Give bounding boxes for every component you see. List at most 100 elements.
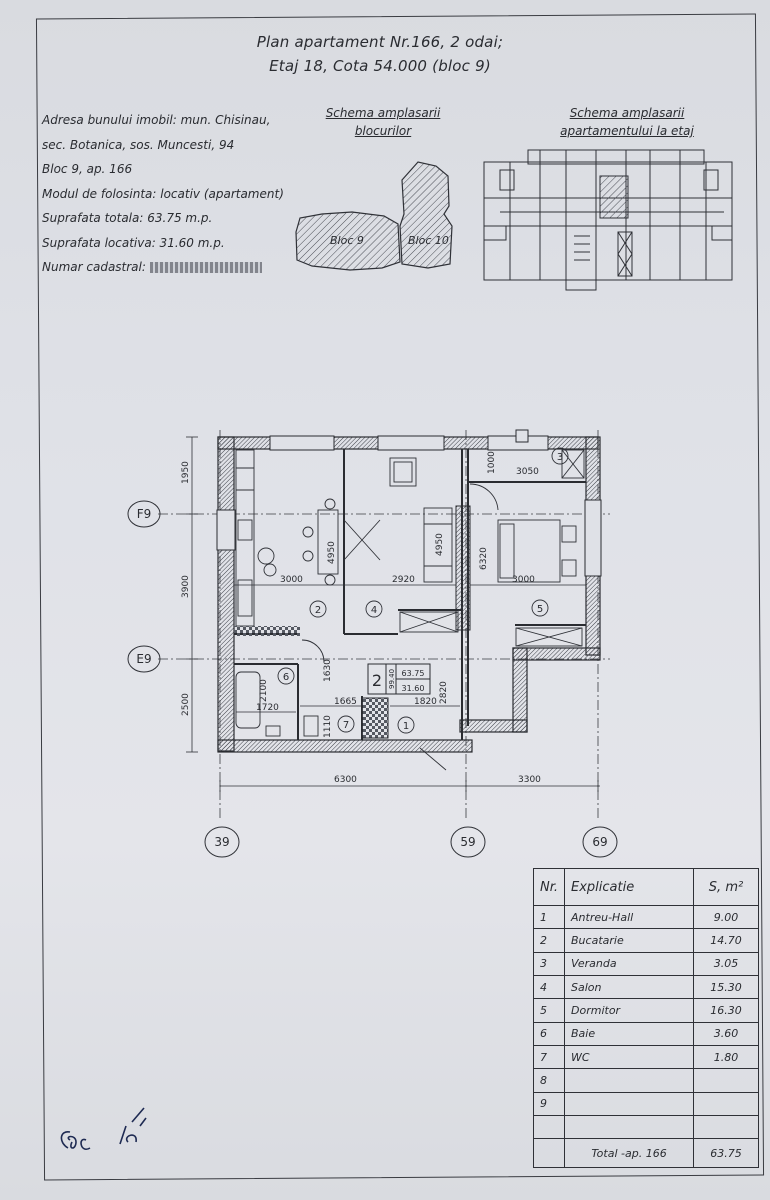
legend-row-area xyxy=(693,1068,759,1093)
legend-row-area: 1.80 xyxy=(693,1044,759,1070)
room-number-2: 2 xyxy=(315,605,321,616)
handwritten-signature xyxy=(60,1107,147,1151)
interior-walls xyxy=(234,449,586,740)
dim-bed-w: 3000 xyxy=(512,575,535,585)
legend-row-name: Bucatarie xyxy=(564,928,694,953)
dim-kitchen-h: 4950 xyxy=(327,541,337,564)
dim-corridor-h: 1630 xyxy=(323,659,333,682)
dim-bath-h: 2100 xyxy=(259,679,269,702)
dim-salon-w: 2920 xyxy=(392,575,415,585)
axis-f9: F9 xyxy=(137,507,152,521)
legend-row-name xyxy=(564,1068,694,1093)
address-line-2: sec. Botanica, sos. Muncesti, 94 xyxy=(42,137,235,152)
legend-total-empty xyxy=(532,1138,566,1168)
room-number-3: 3 xyxy=(557,452,563,463)
legend-row-area xyxy=(693,1114,759,1140)
legend-row-name: Dormitor xyxy=(564,998,694,1023)
axis-e9: E9 xyxy=(136,652,151,666)
legend-row-nr: 3 xyxy=(532,951,566,976)
legend-row-nr xyxy=(532,1114,566,1140)
legend-row-nr: 4 xyxy=(532,974,566,1000)
legend-row-nr: 7 xyxy=(532,1044,566,1070)
dim-hall-h: 2820 xyxy=(439,681,449,704)
stamp-total: 63.75 xyxy=(402,669,425,678)
legend-row-name xyxy=(564,1114,694,1140)
axis-69: 69 xyxy=(592,835,607,849)
legend-row-name: Veranda xyxy=(564,951,694,976)
property-info: Adresa bunului imobil: mun. Chisinau, se… xyxy=(42,108,284,280)
floor-plan: 2 4 5 6 7 1 3 2 99.40 63.75 31.60 xyxy=(127,429,618,858)
dim-left-mid: 3900 xyxy=(181,575,191,598)
cadastral-label: Numar cadastral: xyxy=(42,260,146,274)
total-area: Suprafata totala: 63.75 m.p. xyxy=(42,211,213,225)
kitchen-counter-tiles xyxy=(234,626,300,636)
hall-cabinet xyxy=(361,697,389,739)
legend-row-name: Baie xyxy=(564,1021,694,1046)
floor-scheme-title: Schema amplasarii apartamentului la etaj xyxy=(552,104,702,140)
legend-total-value: 63.75 xyxy=(693,1138,759,1168)
address-line-1: Adresa bunului imobil: mun. Chisinau, xyxy=(42,113,271,127)
room-number-7: 7 xyxy=(343,720,349,731)
legend-row-nr: 5 xyxy=(532,998,566,1023)
legend-row-area: 9.00 xyxy=(693,904,759,930)
dim-veranda-w: 3050 xyxy=(516,467,539,477)
bloc-9-label: Bloc 9 xyxy=(330,234,364,247)
dim-left-top: 1950 xyxy=(181,461,191,484)
title-line-2: Etaj 18, Cota 54.000 (bloc 9) xyxy=(269,57,491,75)
windows xyxy=(216,435,602,577)
legend-row-name xyxy=(564,1091,694,1116)
legend-row xyxy=(532,1114,759,1140)
dim-kitchen-w: 3000 xyxy=(280,575,303,585)
axis-bubbles xyxy=(127,500,618,858)
legend-total-label: Total -ap. 166 xyxy=(564,1138,694,1168)
dim-hall-w: 1820 xyxy=(414,697,437,707)
header-area: S, m² xyxy=(693,868,759,906)
furniture xyxy=(235,449,585,771)
bloc-10-shape xyxy=(399,161,453,269)
legend-row-nr: 6 xyxy=(532,1021,566,1046)
dim-salon-h: 4950 xyxy=(435,533,445,556)
stamp-living: 31.60 xyxy=(402,684,425,693)
dimension-lines xyxy=(186,436,600,792)
legend-row-area xyxy=(693,1091,759,1116)
axis-59: 59 xyxy=(460,835,475,849)
usage-mode: Modul de folosinta: locativ (apartament) xyxy=(42,186,284,201)
legend-row-name: Salon xyxy=(564,974,694,1000)
legend-row-area: 3.05 xyxy=(693,951,759,976)
header-nr: Nr. xyxy=(532,868,566,906)
cadastral-redacted xyxy=(149,262,262,273)
header-explicatie: Explicatie xyxy=(564,868,694,906)
room-number-6: 6 xyxy=(283,672,289,683)
dim-veranda-h: 1000 xyxy=(487,451,497,474)
apartment-166-marker xyxy=(599,175,629,219)
legend-row: 9 xyxy=(532,1091,759,1116)
title-line-1: Plan apartament Nr.166, 2 odai; xyxy=(256,33,504,51)
bloc-10-label: Bloc 10 xyxy=(408,234,449,247)
legend-row-area: 15.30 xyxy=(693,974,759,1000)
block-apartment: Bloc 9, ap. 166 xyxy=(42,162,133,176)
blocks-scheme xyxy=(295,161,453,271)
stamp-rooms: 2 xyxy=(372,671,382,690)
signature-strokes xyxy=(60,1107,147,1151)
legend-row-area: 16.30 xyxy=(693,998,759,1023)
dim-left-bot: 2500 xyxy=(181,693,191,716)
legend-row-name: WC xyxy=(564,1044,694,1070)
blocks-scheme-title: Schema amplasarii blocurilor xyxy=(318,104,448,140)
bloc-9-shape xyxy=(295,211,401,271)
dimension-labels: 1950 3900 2500 6300 3300 3000 2920 3000 … xyxy=(181,451,541,785)
legend-header-row: Nr. Explicatie S, m² xyxy=(532,868,759,906)
room-numbers: 2 4 5 6 7 1 3 xyxy=(283,452,563,732)
legend-row-nr: 1 xyxy=(532,904,566,930)
dim-wc-w: 1665 xyxy=(334,697,357,707)
dim-bath-w: 1720 xyxy=(256,703,279,713)
blocks-scheme-title-1: Schema amplasarii xyxy=(325,106,441,120)
floor-scheme-title-1: Schema amplasarii xyxy=(569,106,685,120)
